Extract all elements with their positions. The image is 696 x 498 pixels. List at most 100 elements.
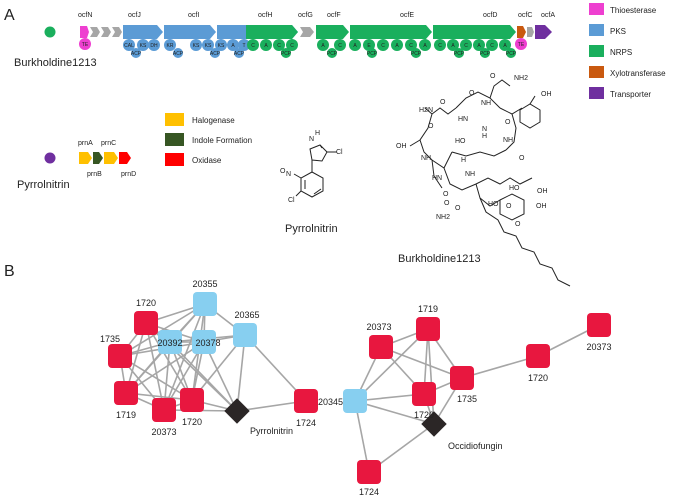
network-node-strain[interactable]	[526, 344, 550, 368]
network-node-strain[interactable]	[294, 389, 318, 413]
network-node-strain[interactable]	[587, 313, 611, 337]
nrps-domain	[334, 39, 346, 51]
legend-swatch	[589, 66, 604, 78]
network-edge	[380, 346, 463, 379]
pyrrolnitrin-gene-cluster: Pyrrolnitrin prnA prnC prnB prnD	[17, 140, 136, 191]
pcp-domain-label: PCP	[411, 51, 422, 57]
cluster-title-burkholdine: Burkholdine1213	[14, 57, 97, 69]
nrps-domain	[499, 39, 511, 51]
cluster-title-pyrrolnitrin: Pyrrolnitrin	[17, 179, 70, 191]
chem-atom: HN	[432, 175, 442, 182]
network-node-compound[interactable]	[421, 411, 447, 437]
chem-atom: OH	[537, 188, 548, 195]
pcp-domain	[506, 48, 516, 58]
chem-atom: NH	[503, 137, 513, 144]
chem-atom: H	[461, 157, 466, 164]
network-node-strain[interactable]	[357, 460, 381, 484]
gene-label: ocfG	[298, 12, 313, 19]
chem-atom: O	[443, 191, 449, 198]
network-node-strain[interactable]	[369, 335, 393, 359]
gene-arrow-nrps	[433, 25, 516, 39]
pyrrole-ring	[309, 144, 328, 162]
nrps-domain-label: A	[321, 43, 325, 49]
nrps-domain-label: A	[503, 43, 507, 49]
network-node-strain[interactable]	[412, 382, 436, 406]
nrps-domain	[247, 39, 259, 51]
network-node-label: 20365	[234, 310, 259, 320]
pcp-domain	[367, 48, 377, 58]
network-node-alt[interactable]	[343, 389, 367, 413]
pks-domain-label: KS	[218, 43, 225, 49]
chem-atom: O	[490, 73, 496, 80]
gene-arrow-transporter	[535, 25, 552, 39]
gene-label: ocfF	[327, 12, 341, 19]
nrps-domain-label: C	[277, 43, 281, 49]
acp-domain	[234, 48, 244, 58]
network-node-label: 1724	[359, 487, 379, 497]
network-node-label: 1735	[457, 394, 477, 404]
acp-domain-label: ACP	[234, 51, 245, 57]
bond-line	[475, 183, 501, 207]
chem-atom: HO	[488, 201, 499, 208]
network-node-label: Occidiofungin	[448, 441, 503, 451]
chem-atom: O	[428, 123, 434, 130]
legend-swatch	[165, 113, 184, 126]
acp-domain	[210, 48, 220, 58]
chem-atom: O	[519, 155, 525, 162]
network-node-strain[interactable]	[180, 388, 204, 412]
chem-atom: O	[515, 221, 521, 228]
pcp-domain	[327, 48, 337, 58]
pks-domain	[164, 39, 176, 51]
network-edge	[125, 341, 205, 394]
te-domain	[515, 38, 527, 50]
nrps-domain	[391, 39, 403, 51]
pcp-domain	[281, 48, 291, 58]
gene-label: prnD	[121, 171, 136, 178]
network-node-alt[interactable]	[158, 330, 182, 354]
network-node-label: 20392	[157, 338, 182, 348]
gene-label: ocfC	[518, 12, 532, 19]
chem-atom: O	[469, 90, 475, 97]
legend-swatch	[165, 133, 184, 146]
gene-arrow-pks	[164, 25, 216, 39]
gene-label: ocfN	[78, 12, 92, 19]
network-node-strain[interactable]	[152, 398, 176, 422]
network-node-strain[interactable]	[114, 381, 138, 405]
network-node-alt[interactable]	[192, 330, 216, 354]
chem-atom: N	[309, 136, 314, 143]
nrps-domain	[286, 39, 298, 51]
benzene-ring	[300, 171, 324, 198]
network-node-strain[interactable]	[416, 317, 440, 341]
network-node-strain[interactable]	[108, 344, 132, 368]
pks-domain-label: A	[231, 43, 235, 49]
pks-domain	[148, 39, 160, 51]
gene-label: ocfA	[541, 12, 555, 19]
network-node-strain[interactable]	[450, 366, 474, 390]
gene-arrow-indole-formation	[93, 152, 103, 164]
network-node-alt[interactable]	[233, 323, 257, 347]
network-edge	[236, 334, 246, 412]
nrps-domain	[349, 39, 361, 51]
network-node-label: 20345	[318, 397, 343, 407]
network-edge	[461, 355, 539, 379]
alkyl-chain	[479, 197, 571, 287]
network-node-alt[interactable]	[193, 292, 217, 316]
network-left: 1720 20355 1735 20378 20392 20365 1719 1…	[100, 279, 318, 437]
chem-atom: O	[506, 203, 512, 210]
network-edge	[354, 328, 429, 402]
panel-label-a: A	[4, 7, 15, 24]
legend-label: PKS	[610, 27, 626, 36]
gene-label: ocfI	[188, 12, 199, 19]
acp-domain	[173, 48, 183, 58]
network-node-compound[interactable]	[224, 398, 250, 424]
network-node-label: 1720	[528, 373, 548, 383]
pcp-domain	[411, 48, 421, 58]
pks-domain-label: KS	[140, 43, 147, 49]
gene-label: prnA	[78, 140, 93, 147]
chem-atom: H	[315, 130, 320, 137]
chem-atom: OH	[396, 143, 407, 150]
network-node-strain[interactable]	[134, 311, 158, 335]
bond-line	[424, 107, 457, 115]
chem-atom: NH	[465, 171, 475, 178]
legend-swatch	[589, 45, 604, 57]
